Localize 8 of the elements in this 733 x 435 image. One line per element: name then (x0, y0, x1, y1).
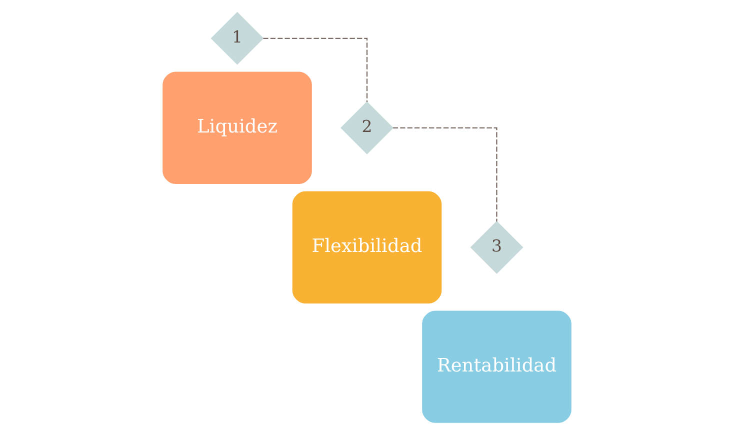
connector (392, 127, 497, 222)
connector (262, 38, 368, 102)
node-box: Rentabilidad (422, 310, 571, 423)
node-diamond: 2 (340, 101, 393, 154)
node-box: Flexibilidad (292, 191, 442, 304)
node-diamond: 1 (210, 12, 264, 65)
node-box: Liquidez (162, 72, 312, 184)
node-diamond: 3 (470, 220, 523, 274)
